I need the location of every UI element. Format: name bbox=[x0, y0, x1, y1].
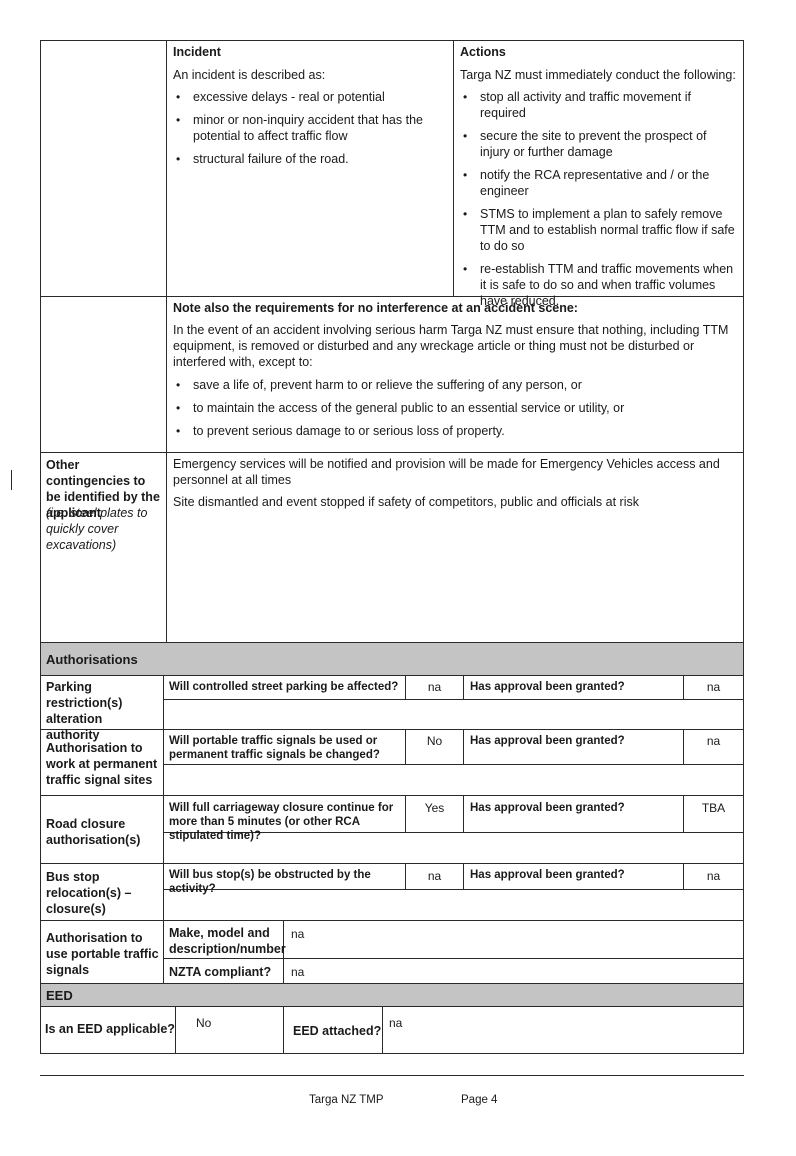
make-model-label: Make, model and description/number bbox=[169, 926, 286, 956]
make-model-value: na bbox=[291, 927, 305, 941]
contingencies-line-1: Emergency services will be notified and … bbox=[173, 457, 720, 487]
eed-attached-value: na bbox=[389, 1016, 403, 1030]
list-item: stop all activity and traffic movement i… bbox=[457, 89, 739, 121]
authorisations-heading: Authorisations bbox=[46, 652, 138, 667]
parking-question: Will controlled street parking be affect… bbox=[169, 681, 399, 693]
actions-intro: Targa NZ must immediately conduct the fo… bbox=[460, 68, 736, 82]
list-item: to maintain the access of the general pu… bbox=[170, 400, 740, 416]
bus-stop-label: Bus stop relocation(s) – closure(s) bbox=[46, 870, 132, 916]
parking-label: Parking restriction(s) alteration author… bbox=[46, 680, 123, 742]
road-closure-approval: TBA bbox=[701, 801, 726, 815]
traffic-signal-label: Authorisation to work at permanent traff… bbox=[46, 741, 158, 787]
portable-signals-label: Authorisation to use portable traffic si… bbox=[46, 931, 159, 977]
note-body: In the event of an accident involving se… bbox=[173, 323, 729, 369]
list-item: re-establish TTM and traffic movements w… bbox=[457, 261, 739, 309]
eed-header-bar bbox=[41, 984, 743, 1006]
parking-answer: na bbox=[427, 680, 442, 694]
note-heading: Note also the requirements for no interf… bbox=[173, 301, 578, 315]
actions-heading: Actions bbox=[460, 45, 506, 59]
list-item: save a life of, prevent harm to or relie… bbox=[170, 377, 740, 393]
bus-stop-answer: na bbox=[427, 869, 442, 883]
note-list: save a life of, prevent harm to or relie… bbox=[170, 377, 740, 439]
list-item: to prevent serious damage to or serious … bbox=[170, 423, 740, 439]
road-closure-answer: Yes bbox=[424, 801, 445, 815]
list-item: minor or non-inquiry accident that has t… bbox=[170, 112, 445, 144]
traffic-signal-approval: na bbox=[706, 734, 721, 748]
actions-list: stop all activity and traffic movement i… bbox=[457, 89, 739, 309]
approval-question: Has approval been granted? bbox=[470, 681, 625, 693]
road-closure-question: Will full carriageway closure continue f… bbox=[169, 802, 394, 842]
eed-answer: No bbox=[196, 1016, 212, 1030]
approval-question: Has approval been granted? bbox=[470, 869, 625, 881]
nzta-compliant-label: NZTA compliant? bbox=[169, 965, 272, 979]
list-item: STMS to implement a plan to safely remov… bbox=[457, 206, 739, 254]
bus-stop-approval: na bbox=[706, 869, 721, 883]
approval-question: Has approval been granted? bbox=[470, 802, 625, 814]
contingencies-label-note: (i.e. steel plates to quickly cover exca… bbox=[46, 506, 148, 552]
incident-intro: An incident is described as: bbox=[173, 68, 326, 82]
traffic-signal-question: Will portable traffic signals be used or… bbox=[169, 735, 380, 761]
contingencies-line-2: Site dismantled and event stopped if saf… bbox=[173, 495, 639, 509]
list-item: secure the site to prevent the prospect … bbox=[457, 128, 739, 160]
authorisations-header-bar bbox=[41, 643, 743, 675]
incident-list: excessive delays - real or potential min… bbox=[170, 89, 445, 167]
contingencies-label: Other contingencies to be identified by … bbox=[46, 458, 160, 520]
footer-doc-name: Targa NZ TMP bbox=[309, 1094, 384, 1106]
bus-stop-question: Will bus stop(s) be obstructed by the ac… bbox=[169, 869, 371, 895]
list-item: structural failure of the road. bbox=[170, 151, 445, 167]
eed-attached-label: EED attached? bbox=[293, 1024, 382, 1038]
incident-heading: Incident bbox=[173, 45, 221, 59]
eed-question: Is an EED applicable? bbox=[45, 1022, 175, 1036]
list-item: notify the RCA representative and / or t… bbox=[457, 167, 739, 199]
traffic-signal-answer: No bbox=[426, 734, 443, 748]
parking-approval: na bbox=[706, 680, 721, 694]
nzta-compliant-value: na bbox=[291, 965, 305, 979]
footer-page-number: Page 4 bbox=[461, 1094, 498, 1106]
list-item: excessive delays - real or potential bbox=[170, 89, 445, 105]
road-closure-label: Road closure authorisation(s) bbox=[46, 817, 141, 847]
approval-question: Has approval been granted? bbox=[470, 735, 625, 747]
eed-heading: EED bbox=[46, 988, 73, 1003]
footer-rule bbox=[40, 1075, 744, 1076]
